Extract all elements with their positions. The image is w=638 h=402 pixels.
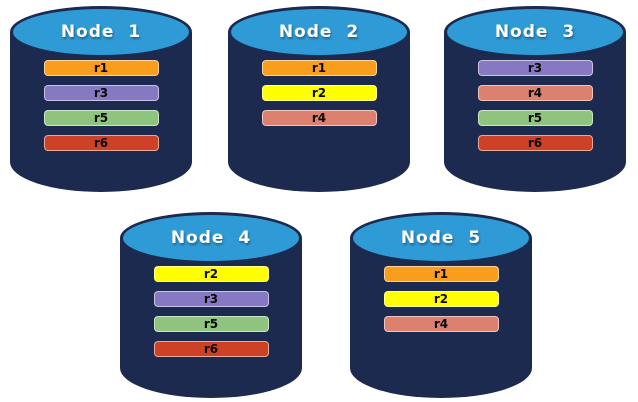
record-bar-r1: r1 [261, 60, 377, 76]
record-list: r1 r2 r4 [228, 60, 410, 135]
record-bar-r6: r6 [43, 135, 159, 151]
record-bar-r3: r3 [153, 291, 269, 307]
node-title: Node 4 [170, 228, 252, 248]
cylinder-top-ellipse: Node 4 [120, 212, 302, 264]
node-title: Node 1 [60, 22, 142, 42]
node-title: Node 5 [400, 228, 482, 248]
record-bar-r5: r5 [477, 110, 593, 126]
record-list: r1 r2 r4 [350, 266, 532, 341]
node-cylinder: Node 1 r1 r3 r5 r6 [10, 6, 192, 192]
node-cylinder: Node 3 r3 r4 r5 r6 [444, 6, 626, 192]
record-bar-r6: r6 [477, 135, 593, 151]
node-cylinder: Node 4 r2 r3 r5 r6 [120, 212, 302, 398]
record-bar-r2: r2 [383, 291, 499, 307]
record-bar-r3: r3 [43, 85, 159, 101]
cylinder-top-ellipse: Node 1 [10, 6, 192, 58]
cylinder-top-ellipse: Node 3 [444, 6, 626, 58]
record-bar-r5: r5 [43, 110, 159, 126]
cylinder-top-ellipse: Node 2 [228, 6, 410, 58]
record-bar-r4: r4 [477, 85, 593, 101]
node-title: Node 3 [494, 22, 576, 42]
node-cylinder: Node 5 r1 r2 r4 [350, 212, 532, 398]
record-bar-r5: r5 [153, 316, 269, 332]
node-title: Node 2 [278, 22, 360, 42]
record-bar-r1: r1 [43, 60, 159, 76]
record-bar-r1: r1 [383, 266, 499, 282]
record-bar-r3: r3 [477, 60, 593, 76]
record-list: r2 r3 r5 r6 [120, 266, 302, 366]
record-list: r3 r4 r5 r6 [444, 60, 626, 160]
record-bar-r6: r6 [153, 341, 269, 357]
record-bar-r4: r4 [383, 316, 499, 332]
node-cylinder: Node 2 r1 r2 r4 [228, 6, 410, 192]
record-bar-r2: r2 [261, 85, 377, 101]
cylinder-top-ellipse: Node 5 [350, 212, 532, 264]
record-bar-r4: r4 [261, 110, 377, 126]
record-list: r1 r3 r5 r6 [10, 60, 192, 160]
record-bar-r2: r2 [153, 266, 269, 282]
